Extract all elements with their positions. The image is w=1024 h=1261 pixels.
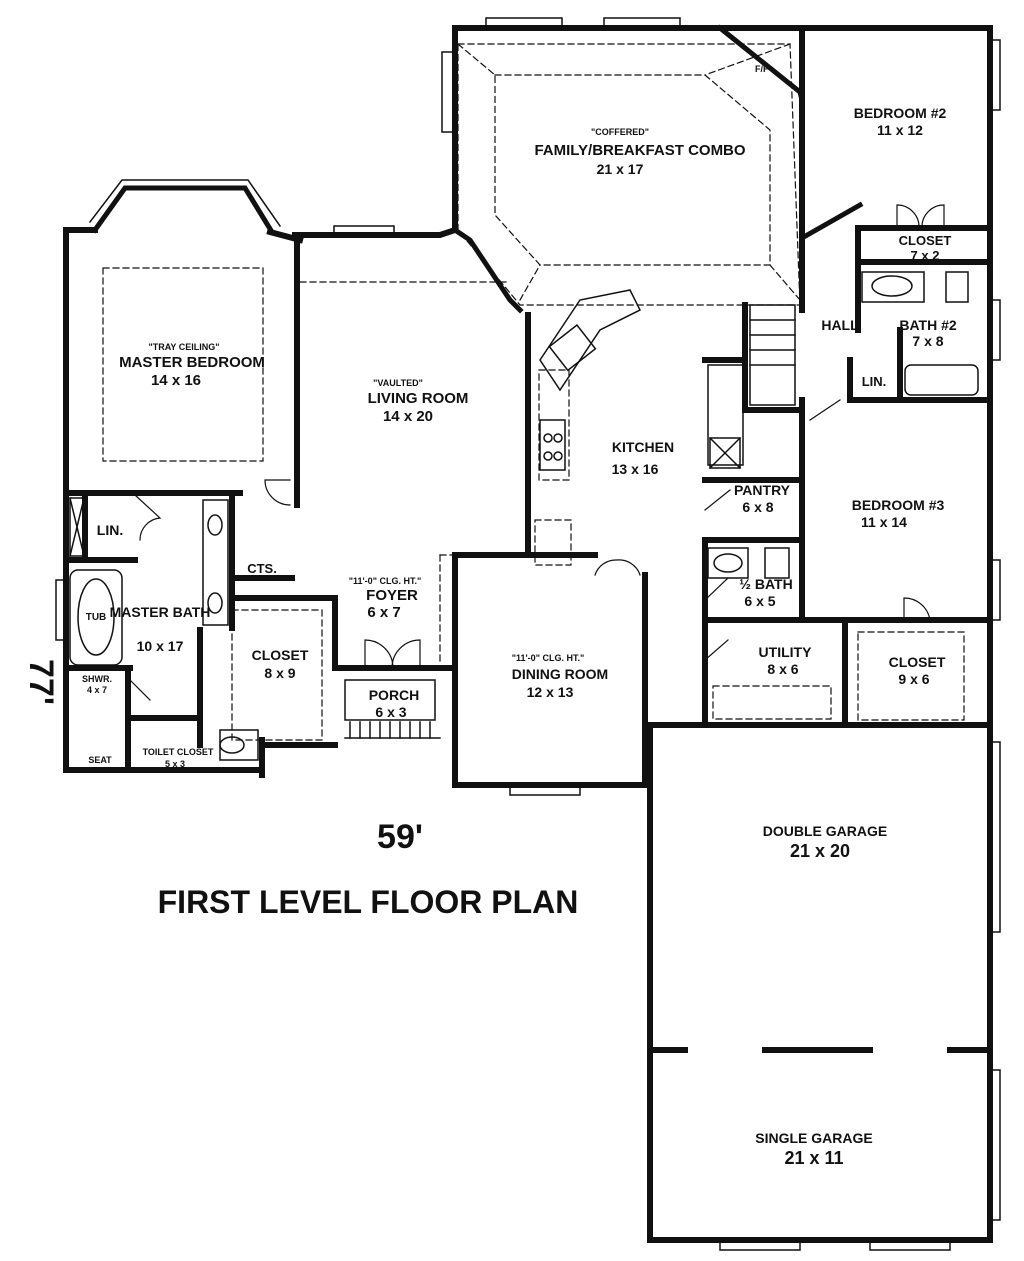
porch-size: 6 x 3 bbox=[375, 704, 406, 720]
closet-bed3-size: 9 x 6 bbox=[898, 671, 929, 687]
linen-master-label: LIN. bbox=[97, 522, 123, 538]
bedroom-2-size: 11 x 12 bbox=[877, 122, 923, 138]
closet-bed2-size: 7 x 2 bbox=[911, 248, 940, 263]
dining-room-size: 12 x 13 bbox=[527, 684, 574, 700]
bedroom-2-name: BEDROOM #2 bbox=[854, 105, 947, 121]
plan-title: FIRST LEVEL FLOOR PLAN bbox=[158, 884, 579, 920]
pantry-name: PANTRY bbox=[734, 482, 791, 498]
closet-master-size: 8 x 9 bbox=[264, 665, 295, 681]
double-garage-name: DOUBLE GARAGE bbox=[763, 823, 887, 839]
double-garage-size: 21 x 20 bbox=[790, 841, 850, 861]
bedroom-3-name: BEDROOM #3 bbox=[852, 497, 945, 513]
tub-label: TUB bbox=[86, 612, 107, 623]
family-room-size: 21 x 17 bbox=[597, 161, 644, 177]
hall-label: HALL bbox=[821, 317, 859, 333]
utility-size: 8 x 6 bbox=[767, 661, 798, 677]
linen-hall-label: LIN. bbox=[862, 374, 887, 389]
kitchen-name: KITCHEN bbox=[612, 439, 674, 455]
shower-size: 4 x 7 bbox=[87, 685, 107, 695]
family-room-name: FAMILY/BREAKFAST COMBO bbox=[534, 142, 745, 159]
master-bedroom-note: "TRAY CEILING" bbox=[148, 342, 219, 352]
shower-name: SHWR. bbox=[82, 674, 112, 684]
bay-windows bbox=[91, 24, 864, 314]
living-room-note: "VAULTED" bbox=[373, 378, 423, 388]
doors bbox=[129, 204, 945, 701]
master-bedroom-name: MASTER BEDROOM bbox=[119, 354, 265, 371]
closet-master-name: CLOSET bbox=[252, 647, 309, 663]
living-room-name: LIVING ROOM bbox=[368, 390, 469, 407]
room-labels: "COFFERED" FAMILY/BREAKFAST COMBO 21 x 1… bbox=[82, 64, 957, 1168]
fireplace-label: F/P bbox=[755, 64, 769, 74]
fixtures bbox=[69, 271, 979, 761]
closet-bed3-name: CLOSET bbox=[889, 654, 946, 670]
half-bath-name: ½ BATH bbox=[739, 576, 792, 592]
utility-name: UTILITY bbox=[759, 644, 813, 660]
width-dimension: 59' bbox=[377, 818, 423, 856]
half-bath-size: 6 x 5 bbox=[744, 593, 775, 609]
living-room-size: 14 x 20 bbox=[383, 408, 433, 425]
foyer-size: 6 x 7 bbox=[367, 604, 400, 621]
single-garage-size: 21 x 11 bbox=[784, 1148, 843, 1168]
closet-bed2-name: CLOSET bbox=[899, 233, 952, 248]
window-sills bbox=[55, 17, 1001, 1251]
foyer-note: "11'-0" CLG. HT." bbox=[349, 576, 421, 586]
master-bath-size: 10 x 17 bbox=[137, 638, 184, 654]
kitchen-size: 13 x 16 bbox=[612, 461, 659, 477]
bath-2-name: BATH #2 bbox=[899, 317, 957, 333]
family-room-note: "COFFERED" bbox=[591, 127, 649, 137]
single-garage-name: SINGLE GARAGE bbox=[755, 1130, 872, 1146]
porch-name: PORCH bbox=[369, 687, 420, 703]
toilet-closet-name: TOILET CLOSET bbox=[143, 747, 214, 757]
toilet-closet-size: 5 x 3 bbox=[165, 759, 185, 769]
dining-room-note: "11'-0" CLG. HT." bbox=[512, 653, 584, 663]
seat-label: SEAT bbox=[88, 755, 112, 765]
bedroom-3-size: 11 x 14 bbox=[861, 514, 907, 530]
master-bath-name-line: MASTER BATH bbox=[110, 604, 211, 620]
master-bedroom-size: 14 x 16 bbox=[151, 372, 201, 389]
depth-dimension: 77' bbox=[22, 659, 60, 705]
dining-room-name: DINING ROOM bbox=[512, 666, 608, 682]
foyer-name: FOYER bbox=[366, 587, 418, 604]
cts-label: CTS. bbox=[247, 561, 277, 576]
pantry-size: 6 x 8 bbox=[742, 499, 773, 515]
bath-2-size: 7 x 8 bbox=[912, 333, 943, 349]
